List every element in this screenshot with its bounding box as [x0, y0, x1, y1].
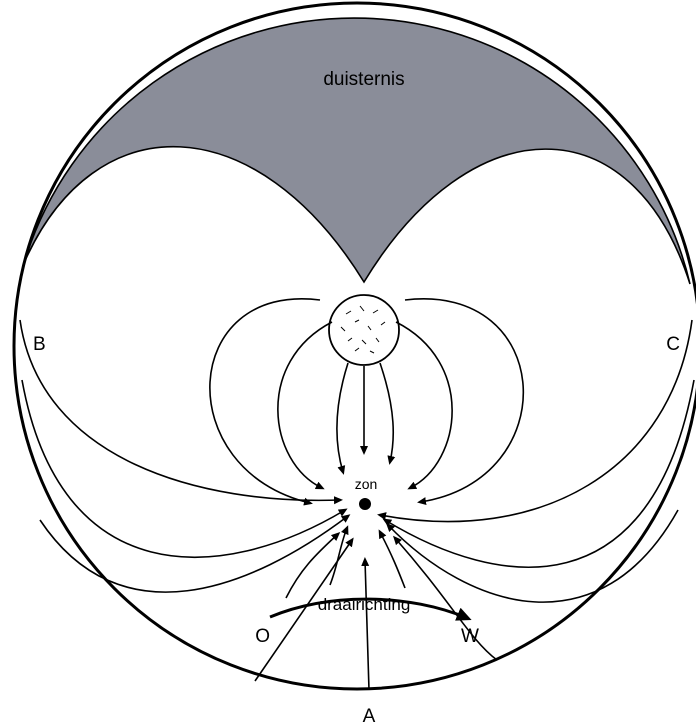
field-line: [395, 321, 453, 490]
field-line: [404, 298, 525, 506]
field-line: [209, 297, 321, 506]
field-line: [21, 379, 348, 559]
field-line: [277, 321, 333, 490]
sky-circle: [12, 1, 696, 691]
moon-disc: [328, 294, 400, 366]
darkness-label: duisternis: [323, 69, 404, 90]
field-line: [285, 531, 341, 599]
point-a-label: A: [363, 706, 376, 727]
rotation-arrow: [269, 597, 472, 621]
field-line: [385, 509, 679, 603]
field-line: [379, 362, 396, 465]
sun-label: zon: [355, 476, 378, 492]
west-label: W: [461, 626, 479, 647]
field-line: [39, 514, 351, 593]
rotation-label: draairichting: [318, 595, 411, 614]
field-line: [19, 319, 343, 505]
field-line: [382, 379, 695, 569]
darkness-region: [23, 17, 691, 285]
field-lines: [19, 297, 695, 691]
field-line: [378, 529, 406, 589]
field-line: [254, 537, 354, 682]
field-line: [361, 557, 370, 691]
point-b-label: B: [33, 334, 46, 355]
east-label: O: [255, 626, 270, 647]
point-c-label: C: [666, 334, 680, 355]
field-line: [336, 362, 349, 475]
sun-dot: [359, 498, 371, 510]
field-line: [329, 525, 349, 586]
field-line: [377, 319, 693, 523]
